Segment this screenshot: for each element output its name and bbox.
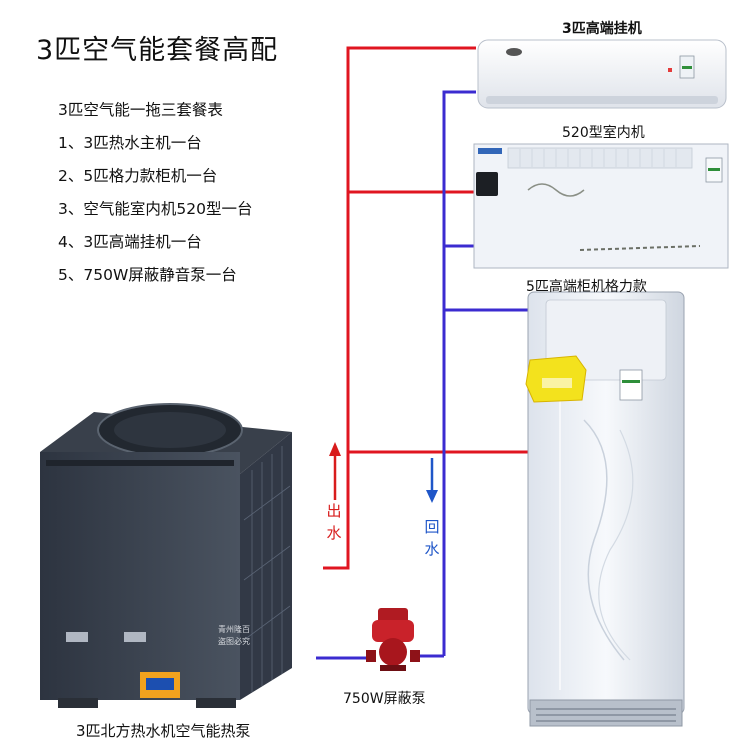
return-label: 回 水 bbox=[422, 516, 442, 560]
package-item: 5、750W屏蔽静音泵一台 bbox=[58, 266, 237, 284]
outlet-label-char: 水 bbox=[326, 524, 342, 542]
wall-unit-label: 3匹高端挂机 bbox=[562, 21, 642, 37]
watermark: 青州隆百 盗图必究 bbox=[218, 625, 250, 646]
outlet-label-char: 出 bbox=[326, 502, 342, 520]
heat-pump-label: 3匹北方热水机空气能热泵 bbox=[76, 722, 251, 740]
cabinet-unit-label: 5匹高端柜机格力款 bbox=[526, 279, 647, 295]
package-list-heading: 3匹空气能一拖三套餐表 bbox=[58, 101, 223, 119]
package-item: 1、3匹热水主机一台 bbox=[58, 134, 202, 152]
return-arrow-icon bbox=[426, 458, 438, 503]
supply-pipe bbox=[323, 46, 532, 570]
page-title: 3匹空气能套餐高配 bbox=[36, 35, 279, 66]
pump-image bbox=[366, 608, 420, 671]
heat-pump-image bbox=[40, 403, 292, 708]
outlet-arrow-icon bbox=[329, 442, 341, 500]
indoor-unit-image bbox=[473, 143, 729, 269]
wall-unit-image bbox=[477, 39, 727, 109]
return-label-char: 水 bbox=[424, 540, 440, 558]
return-label-char: 回 bbox=[424, 518, 440, 536]
pump-label: 750W屏蔽泵 bbox=[343, 691, 426, 707]
package-item: 3、空气能室内机520型一台 bbox=[58, 200, 253, 218]
indoor-unit-label: 520型室内机 bbox=[562, 125, 645, 141]
outlet-label: 出 水 bbox=[324, 500, 344, 544]
package-item: 2、5匹格力款柜机一台 bbox=[58, 167, 218, 185]
package-item: 4、3匹高端挂机一台 bbox=[58, 233, 202, 251]
cabinet-unit-image bbox=[525, 291, 685, 727]
package-list: 3匹空气能一拖三套餐表 1、3匹热水主机一台 2、5匹格力款柜机一台 3、空气能… bbox=[58, 94, 252, 292]
